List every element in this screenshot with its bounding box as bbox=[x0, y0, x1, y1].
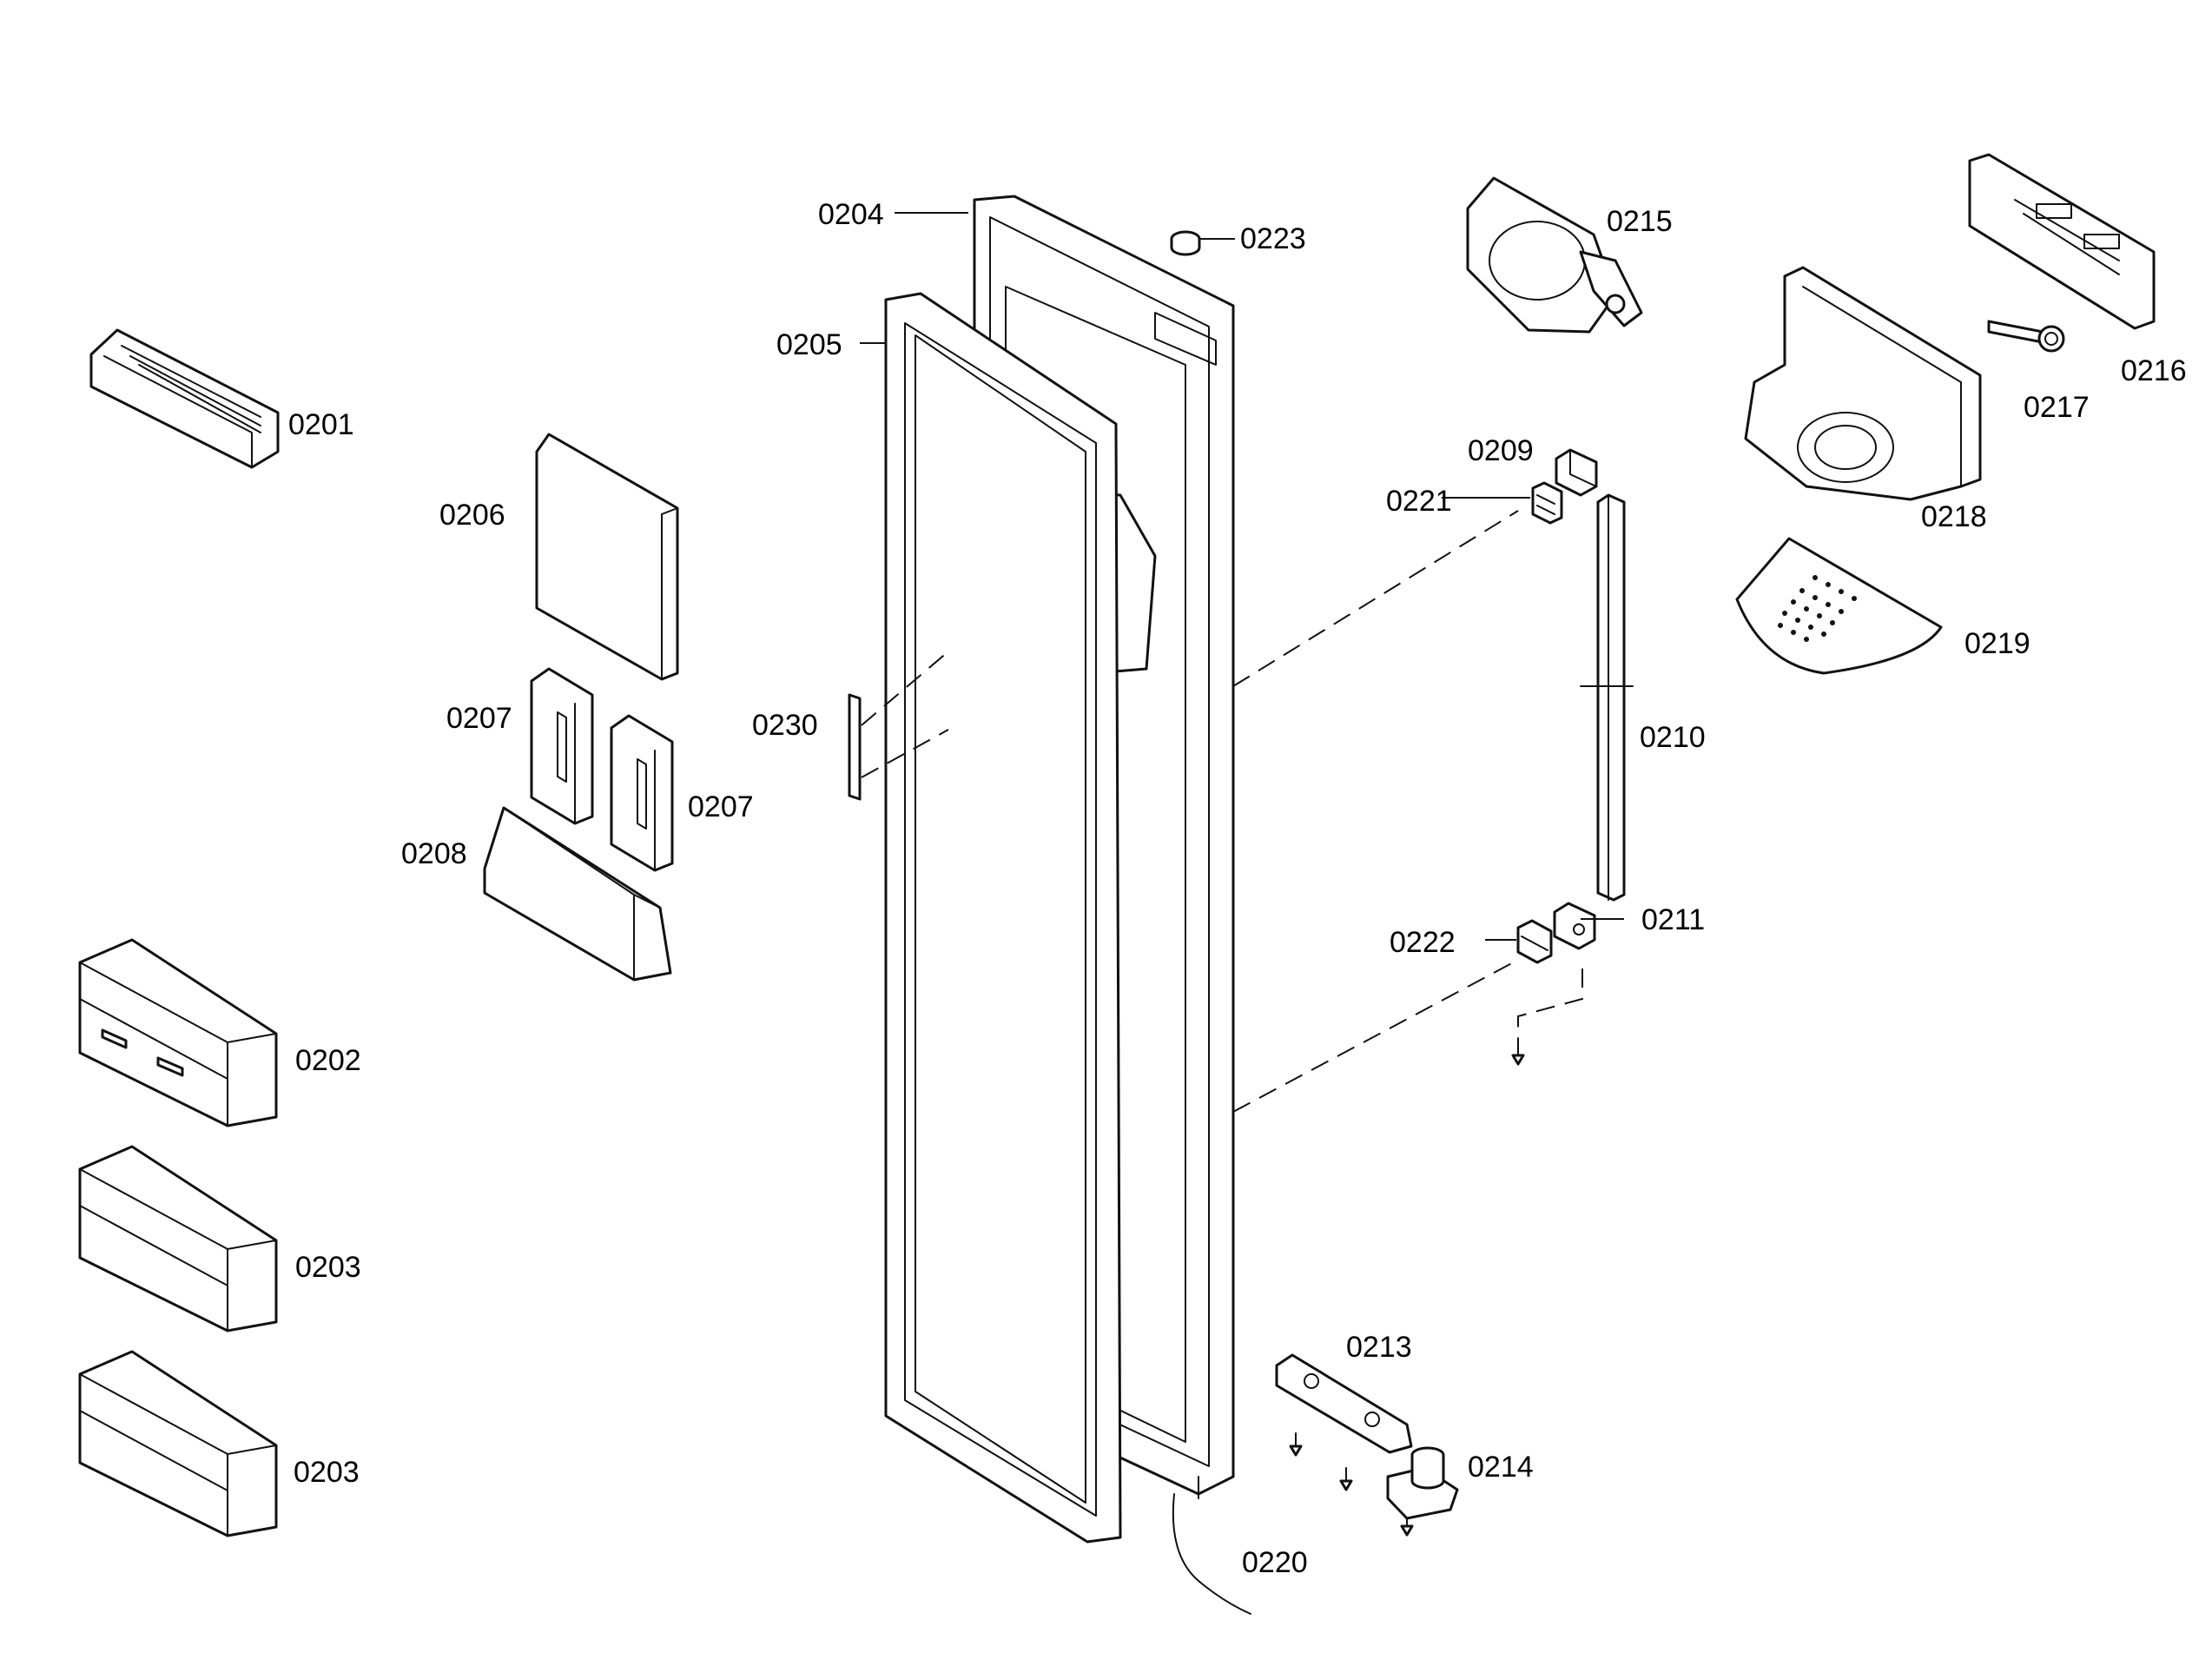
dashed-line-screw bbox=[1517, 969, 1583, 1047]
label-0202: 0202 bbox=[295, 1044, 361, 1077]
label-0210: 0210 bbox=[1640, 721, 1706, 754]
trim-strip-0230 bbox=[848, 651, 949, 801]
cap-0223 bbox=[1170, 230, 1201, 256]
label-0203-upper: 0203 bbox=[295, 1251, 361, 1284]
label-0230: 0230 bbox=[752, 709, 818, 742]
label-0222: 0222 bbox=[1390, 926, 1456, 959]
label-0204: 0204 bbox=[818, 198, 884, 231]
hinge-block-0221 bbox=[1531, 481, 1563, 525]
label-0214: 0214 bbox=[1468, 1451, 1534, 1484]
part-labels: 0201 0202 0203 0203 0204 0205 0206 0207 … bbox=[288, 198, 2187, 1579]
label-0207-right: 0207 bbox=[688, 790, 754, 823]
screw-0211 bbox=[1511, 1046, 1525, 1066]
dashed-line-top bbox=[1232, 510, 1519, 687]
board-0216 bbox=[1968, 153, 2156, 330]
shelf-0201 bbox=[89, 328, 280, 469]
chute-0215 bbox=[1466, 176, 1643, 334]
knob-0217 bbox=[1987, 320, 2065, 353]
cable-0220 bbox=[1172, 1493, 1251, 1615]
label-0201: 0201 bbox=[288, 408, 354, 441]
label-0205: 0205 bbox=[776, 328, 842, 361]
bin-0203-upper bbox=[78, 1145, 278, 1332]
strip-0210 bbox=[1580, 493, 1634, 902]
door-assembly bbox=[884, 195, 1235, 1544]
hinge-block-0222 bbox=[1516, 919, 1553, 964]
label-0215: 0215 bbox=[1607, 205, 1673, 238]
label-0209: 0209 bbox=[1468, 434, 1534, 467]
filter-0207-left bbox=[530, 667, 594, 825]
hinge-pin-0214 bbox=[1386, 1446, 1459, 1520]
cover-0206 bbox=[535, 433, 679, 681]
label-0223: 0223 bbox=[1240, 222, 1306, 255]
label-0207-left: 0207 bbox=[446, 702, 512, 735]
label-0206: 0206 bbox=[439, 499, 505, 532]
label-0208: 0208 bbox=[401, 837, 467, 870]
label-0217: 0217 bbox=[2024, 391, 2090, 424]
label-0220: 0220 bbox=[1242, 1546, 1308, 1579]
bin-0202 bbox=[78, 938, 278, 1127]
hinge-block-0211 bbox=[1553, 902, 1596, 950]
label-0218: 0218 bbox=[1921, 500, 1987, 533]
hinge-plate-0213 bbox=[1275, 1353, 1413, 1454]
hinge-block-0209 bbox=[1555, 448, 1598, 497]
dashed-line-bottom bbox=[1232, 959, 1519, 1113]
leader-lines bbox=[860, 212, 1624, 941]
label-0216: 0216 bbox=[2121, 354, 2187, 387]
label-0219: 0219 bbox=[1964, 627, 2030, 660]
housing-0218 bbox=[1744, 266, 1982, 501]
grille-0219 bbox=[1735, 537, 1943, 675]
label-0213: 0213 bbox=[1346, 1331, 1412, 1364]
bin-0203-lower bbox=[78, 1350, 278, 1537]
tray-0208 bbox=[483, 806, 672, 982]
label-0211: 0211 bbox=[1641, 903, 1705, 936]
filter-0207-right bbox=[610, 714, 674, 872]
label-0203-lower: 0203 bbox=[294, 1456, 360, 1489]
label-0221: 0221 bbox=[1386, 485, 1452, 518]
